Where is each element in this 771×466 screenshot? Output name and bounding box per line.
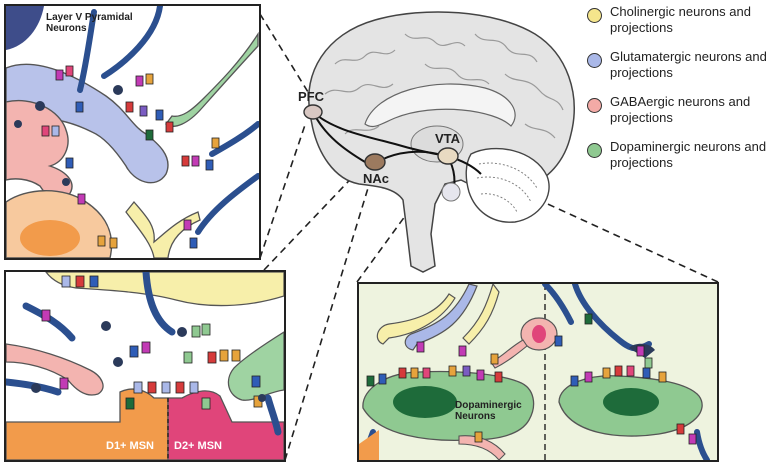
neuron-nucleus-right bbox=[603, 388, 659, 416]
nac-label: NAc bbox=[363, 171, 390, 186]
legend-item-dopaminergic: Dopaminergic neurons and projections bbox=[586, 139, 768, 184]
neuron-nucleus-left bbox=[393, 386, 457, 418]
legend: Cholinergic neurons and projections Glut… bbox=[586, 4, 768, 184]
legend-label-dopaminergic: Dopaminergic neurons and projections bbox=[610, 139, 767, 170]
legend-item-glutamatergic: Glutamatergic neurons and projections bbox=[586, 49, 768, 94]
vta-panel: Dopaminergic Neurons bbox=[357, 282, 719, 462]
pfc-label: PFC bbox=[298, 89, 324, 104]
legend-dot-dopaminergic bbox=[587, 143, 602, 158]
vta-panel-title: Dopaminergic Neurons bbox=[455, 400, 522, 422]
brainstem-node bbox=[441, 182, 461, 202]
nac-node bbox=[364, 153, 386, 171]
legend-dot-glutamatergic bbox=[587, 53, 602, 68]
vta-label: VTA bbox=[435, 131, 461, 146]
dopaminergic-projection bbox=[165, 31, 259, 127]
pfc-node bbox=[303, 104, 323, 120]
brain-diagram: PFC NAc VTA bbox=[285, 4, 585, 300]
receptor-markers bbox=[366, 313, 697, 445]
legend-label-glutamatergic: Glutamatergic neurons and projections bbox=[610, 49, 767, 80]
d2-msn-cell bbox=[167, 390, 284, 460]
d2-msn-label: D2+ MSN bbox=[174, 440, 222, 452]
glutamatergic-projection bbox=[404, 284, 478, 351]
legend-label-gabaergic: GABAergic neurons and projections bbox=[610, 94, 751, 125]
nac-panel: D1+ MSN D2+ MSN bbox=[4, 270, 286, 462]
cholinergic-projection bbox=[376, 284, 500, 345]
orange-wedge bbox=[359, 430, 379, 460]
cortex-panel: Layer V Pyramidal Neurons bbox=[4, 4, 261, 260]
receptor-markers bbox=[41, 275, 263, 410]
legend-item-gabaergic: GABAergic neurons and projections bbox=[586, 94, 768, 139]
cortex-panel-title: Layer V Pyramidal Neurons bbox=[46, 12, 133, 34]
gabaergic-projection bbox=[6, 343, 104, 396]
vta-node bbox=[437, 147, 459, 165]
cerebellum bbox=[465, 147, 550, 223]
legend-label-cholinergic: Cholinergic neurons and projections bbox=[610, 4, 751, 35]
dopaminergic-projection bbox=[227, 331, 284, 401]
bouton-markers bbox=[14, 85, 123, 186]
cholinergic-projection bbox=[125, 200, 201, 258]
legend-item-cholinergic: Cholinergic neurons and projections bbox=[586, 4, 768, 49]
receptor-markers bbox=[41, 65, 220, 249]
legend-dot-gabaergic bbox=[587, 98, 602, 113]
gabaergic-cell bbox=[6, 100, 73, 200]
d1-msn-label: D1+ MSN bbox=[106, 440, 154, 452]
bouton-markers bbox=[31, 321, 266, 402]
corpus-callosum bbox=[364, 83, 516, 128]
pyramidal-soma bbox=[6, 6, 44, 50]
gabaergic-nucleus bbox=[532, 325, 546, 343]
orange-cell-nucleus bbox=[20, 220, 80, 256]
legend-dot-cholinergic bbox=[587, 8, 602, 23]
